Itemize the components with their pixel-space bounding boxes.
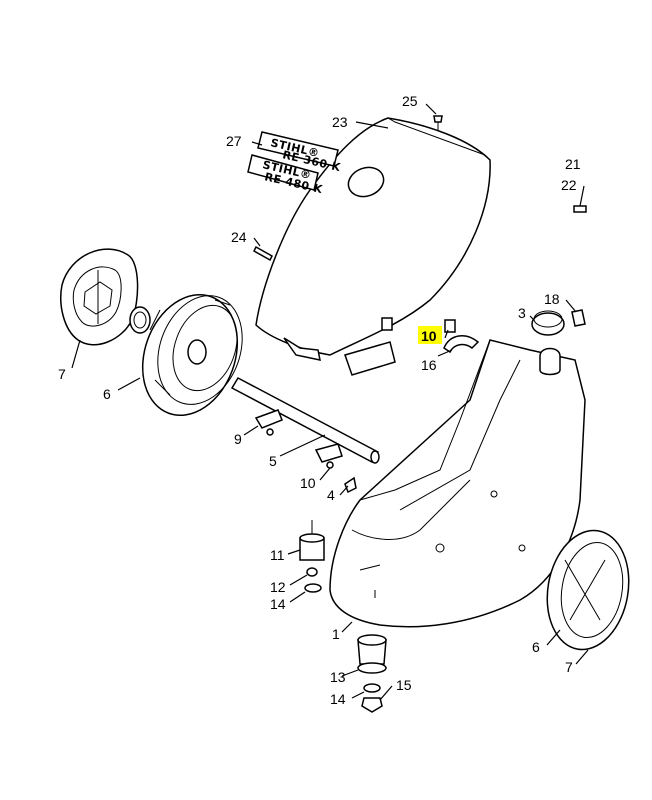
callout-24: 24 (231, 229, 247, 245)
nut-15 (361, 697, 383, 713)
callout-27: 27 (226, 133, 242, 149)
fitting-18 (571, 309, 586, 327)
axle-clip-9 (254, 409, 283, 436)
left-wheel-hub-cover (60, 248, 139, 346)
callout-3: 3 (518, 305, 526, 321)
nut-12 (306, 567, 318, 577)
callout-14-bottom: 14 (330, 691, 346, 707)
leader-lines (71, 103, 589, 701)
callout-22: 22 (561, 177, 577, 193)
clamp-16 (443, 319, 480, 354)
callout-6-left: 6 (103, 386, 111, 402)
callout-15: 15 (396, 677, 412, 693)
callout-21: 21 (565, 156, 581, 172)
cap-3 (531, 310, 565, 336)
callout-25: 25 (402, 93, 418, 109)
foot-11 (299, 520, 325, 561)
callout-4: 4 (327, 487, 335, 503)
axle-clip-10 (314, 443, 343, 469)
callout-18: 18 (544, 291, 560, 307)
callout-9: 9 (234, 431, 242, 447)
hub-cap (129, 306, 151, 334)
main-housing (329, 339, 586, 628)
screw-4 (344, 476, 357, 494)
washer-14-top (304, 583, 322, 593)
right-wheel (546, 529, 630, 651)
callout-16: 16 (421, 357, 437, 373)
highlight-callout-10 (418, 326, 442, 344)
callout-10-highlighted: 10 (421, 328, 437, 344)
screw-24 (253, 245, 273, 262)
callout-10-axle: 10 (300, 475, 316, 491)
callout-13: 13 (330, 669, 346, 685)
axle (230, 377, 380, 464)
callout-23: 23 (332, 114, 348, 130)
washer-14-bottom (363, 683, 381, 693)
callout-7-right: 7 (565, 659, 573, 675)
callout-11: 11 (270, 547, 285, 563)
callout-6-right: 6 (532, 639, 540, 655)
motor-cover (255, 117, 491, 376)
decal-re480k: STIHL® RE 480 K (247, 154, 324, 196)
callout-5: 5 (269, 453, 277, 469)
callout-7-left: 7 (58, 366, 66, 382)
callout-1: 1 (332, 626, 340, 642)
screw-22 (573, 205, 587, 213)
screw-25 (433, 115, 443, 130)
left-wheel (141, 293, 243, 417)
callout-12: 12 (270, 579, 286, 595)
foot-13 (357, 634, 387, 674)
callout-14-top: 14 (270, 596, 286, 612)
callout-labels: 23 25 27 24 7 6 9 5 10 4 11 12 14 1 13 1… (58, 93, 581, 707)
